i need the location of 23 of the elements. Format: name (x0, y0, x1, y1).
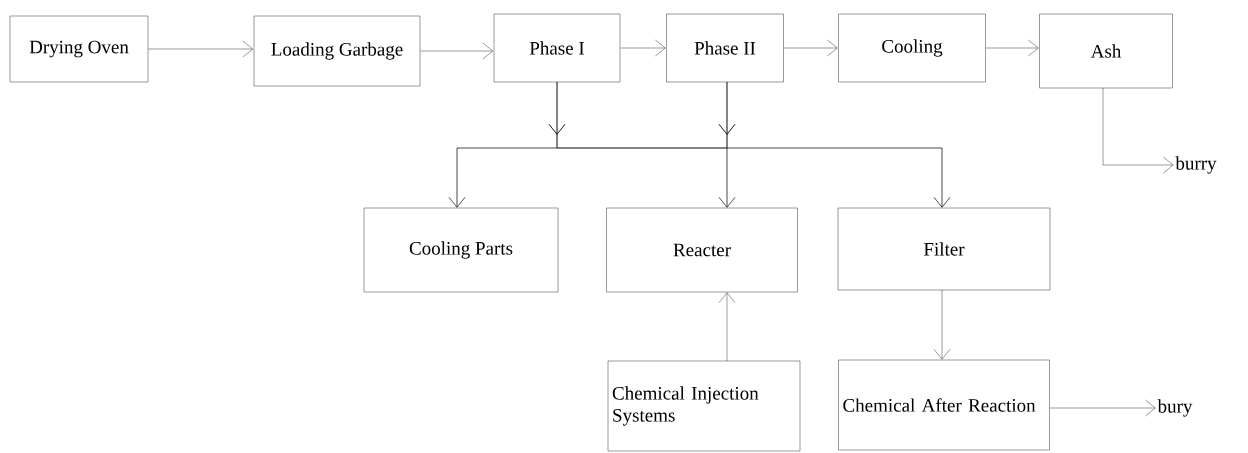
arrow (783, 39, 838, 57)
process-box: Chemical After Reaction (838, 359, 1050, 451)
arrow (718, 292, 736, 362)
process-box: Loading Garbage (253, 15, 421, 87)
process-box: Drying Oven (9, 15, 149, 83)
arrow (718, 81, 951, 208)
process-box: Ash (1039, 13, 1173, 89)
process-box: Cooling Parts (363, 207, 559, 293)
arrow (148, 40, 254, 58)
process-box: Phase II (666, 13, 784, 83)
arrow (1049, 399, 1156, 417)
arrow (620, 39, 666, 57)
process-box: Reacter (606, 207, 798, 293)
process-box: Filter (837, 207, 1051, 291)
process-box: Cooling (838, 13, 986, 83)
arrow (985, 39, 1039, 57)
text-label: bury (1157, 399, 1193, 417)
arrow (933, 289, 951, 360)
text-label: burry (1175, 156, 1217, 174)
process-box: Phase I (493, 13, 621, 83)
arrow (420, 42, 494, 60)
arrow (1102, 87, 1174, 174)
process-box: Chemical Injection Systems (607, 360, 801, 452)
